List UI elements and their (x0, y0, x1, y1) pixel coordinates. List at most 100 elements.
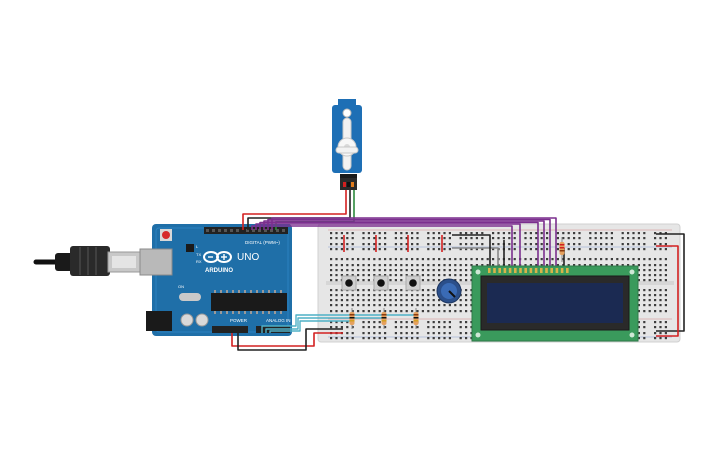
breadboard-hole (411, 304, 414, 307)
breadboard-hole (556, 258, 559, 261)
breadboard-hole (643, 310, 646, 313)
breadboard-hole (340, 248, 343, 251)
breadboard-hole (330, 279, 333, 282)
breadboard-hole (465, 237, 468, 240)
breadboard-hole (508, 237, 511, 240)
breadboard-hole (659, 321, 662, 324)
breadboard-hole (432, 326, 435, 329)
breadboard-hole (340, 321, 343, 324)
lcd-pin (540, 268, 543, 273)
breadboard-hole (524, 232, 527, 235)
breadboard-hole (405, 258, 408, 261)
breadboard-hole (605, 264, 608, 267)
breadboard-hole (416, 258, 419, 261)
breadboard-hole (411, 264, 414, 267)
breadboard-hole (335, 248, 338, 251)
breadboard-hole (459, 299, 462, 302)
breadboard-hole (443, 310, 446, 313)
breadboard-hole (540, 258, 543, 261)
breadboard-hole (416, 326, 419, 329)
push-button[interactable] (373, 275, 389, 291)
breadboard-hole (443, 237, 446, 240)
breadboard-hole (562, 237, 565, 240)
breadboard-hole (438, 232, 441, 235)
breadboard-hole (492, 258, 495, 261)
breadboard-hole (416, 299, 419, 302)
breadboard-hole (573, 248, 576, 251)
breadboard-hole (481, 248, 484, 251)
breadboard-hole (443, 269, 446, 272)
breadboard-hole (659, 332, 662, 335)
breadboard-hole (351, 243, 354, 246)
breadboard-hole (330, 258, 333, 261)
breadboard-hole (394, 274, 397, 277)
breadboard-hole (664, 279, 667, 282)
resistor[interactable] (559, 237, 565, 262)
resistor[interactable] (349, 308, 355, 329)
breadboard-hole (394, 299, 397, 302)
resistor[interactable] (381, 308, 387, 329)
usb-chip (186, 244, 194, 252)
wire-analog (269, 320, 352, 333)
breadboard-hole (637, 264, 640, 267)
breadboard-hole (637, 299, 640, 302)
breadboard-hole (567, 243, 570, 246)
breadboard-hole (346, 264, 349, 267)
jumper (452, 234, 491, 266)
breadboard-hole (659, 237, 662, 240)
breadboard-hole (443, 232, 446, 235)
breadboard-hole (659, 304, 662, 307)
breadboard-hole (524, 264, 527, 267)
breadboard-hole (373, 326, 376, 329)
breadboard-hole (583, 264, 586, 267)
resistor[interactable] (413, 308, 419, 329)
usb-cable[interactable] (33, 246, 141, 276)
breadboard-hole (362, 232, 365, 235)
push-button[interactable] (341, 275, 357, 291)
breadboard-hole (637, 332, 640, 335)
breadboard-hole (438, 332, 441, 335)
breadboard-hole (335, 337, 338, 340)
arduino-logo-icon (203, 251, 232, 263)
breadboard-hole (664, 289, 667, 292)
breadboard-hole (654, 243, 657, 246)
breadboard-hole (416, 274, 419, 277)
servo-motor[interactable] (332, 99, 362, 190)
breadboard-hole (416, 337, 419, 340)
breadboard-hole (648, 289, 651, 292)
led-l-label: L (196, 244, 199, 249)
breadboard-hole (492, 264, 495, 267)
breadboard-hole (654, 310, 657, 313)
breadboard-hole (637, 326, 640, 329)
potentiometer[interactable] (436, 278, 462, 304)
breadboard-hole (373, 304, 376, 307)
breadboard-hole (351, 326, 354, 329)
breadboard-hole (330, 326, 333, 329)
breadboard-hole (378, 321, 381, 324)
breadboard-hole (524, 248, 527, 251)
breadboard-hole (421, 289, 424, 292)
breadboard-hole (384, 326, 387, 329)
breadboard-hole (659, 232, 662, 235)
push-button[interactable] (405, 275, 421, 291)
breadboard-hole (427, 243, 430, 246)
breadboard-hole (654, 289, 657, 292)
breadboard-hole (654, 321, 657, 324)
breadboard-hole (448, 237, 451, 240)
arduino-uno-board[interactable]: DIGITAL (PWM~) L TX RX ARDUINO UNO ON (139, 224, 292, 336)
led-tx-label: TX (196, 252, 201, 257)
breadboard-hole (459, 264, 462, 267)
breadboard-hole (643, 274, 646, 277)
breadboard-hole (610, 248, 613, 251)
breadboard-hole (416, 269, 419, 272)
breadboard-hole (378, 269, 381, 272)
breadboard-hole (362, 337, 365, 340)
breadboard-hole (508, 232, 511, 235)
breadboard-hole (610, 243, 613, 246)
breadboard-hole (416, 248, 419, 251)
breadboard-hole (378, 274, 381, 277)
breadboard-hole (346, 248, 349, 251)
lcd-16x2[interactable] (471, 265, 639, 342)
breadboard-hole (330, 321, 333, 324)
